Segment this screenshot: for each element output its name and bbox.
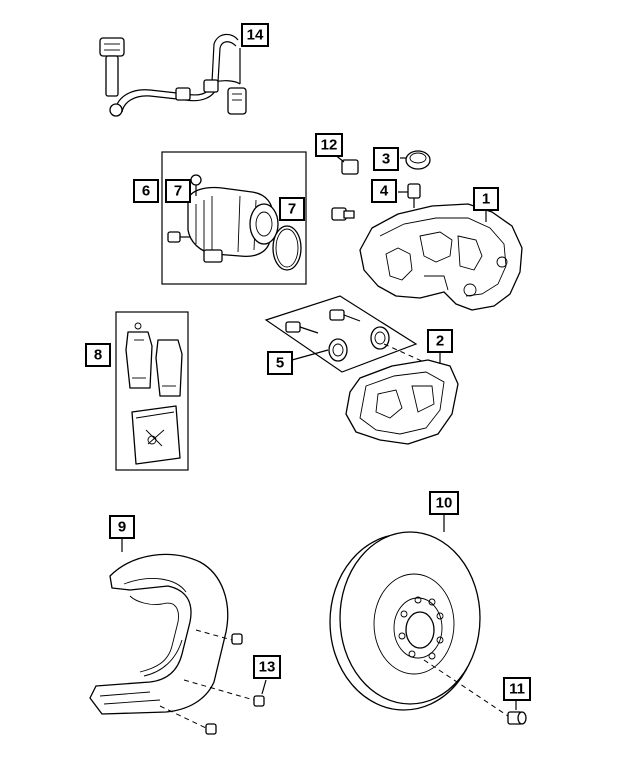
callout-7-bolt: 7 <box>165 179 191 203</box>
guide-pin-bolts <box>285 309 361 334</box>
rotor-screw <box>507 700 527 725</box>
caliper-motor <box>187 186 279 263</box>
callout-10: 10 <box>429 491 459 515</box>
callout-9-label: 9 <box>118 519 126 536</box>
shield-bolts <box>159 629 265 735</box>
callout-11: 11 <box>503 677 531 701</box>
callout-13: 13 <box>253 655 281 679</box>
wear-sensor-harness <box>99 33 247 117</box>
callout-5-label: 5 <box>276 355 284 372</box>
callout-5: 5 <box>267 351 293 375</box>
callout-6: 6 <box>133 179 159 203</box>
dust-shield <box>89 553 229 715</box>
guide-pin-kit-frame <box>264 295 418 373</box>
callout-7-bolt-label: 7 <box>174 183 182 200</box>
callout-11-label: 11 <box>509 681 525 698</box>
callout-10-label: 10 <box>436 495 453 512</box>
caliper-bracket <box>345 343 459 445</box>
callout-8-label: 8 <box>94 347 102 364</box>
caliper-plug <box>398 183 421 208</box>
callout-2: 2 <box>427 329 453 353</box>
motor-bolt-bottom <box>167 231 190 243</box>
callout-2-label: 2 <box>436 333 444 350</box>
brake-pad-inner <box>125 331 153 389</box>
callout-12-label: 12 <box>321 137 338 154</box>
callout-7-ring-label: 7 <box>288 201 296 218</box>
brake-rotor <box>329 531 509 717</box>
bleeder-cap <box>400 150 431 170</box>
callout-13-label: 13 <box>259 659 276 676</box>
callout-1: 1 <box>473 187 499 211</box>
callout-9: 9 <box>109 515 135 539</box>
brake-pad-outer <box>155 339 183 397</box>
bolt-leader <box>261 679 267 695</box>
motor-o-ring <box>272 225 302 271</box>
pad-hardware-clip <box>134 322 142 330</box>
callout-6-label: 6 <box>142 183 150 200</box>
callout-3-label: 3 <box>382 151 390 168</box>
guide-pin-boots <box>328 326 390 362</box>
motor-assembly-frame <box>161 151 307 285</box>
bleeder-screw <box>331 153 359 221</box>
callout-12: 12 <box>315 133 343 157</box>
callout-7-ring: 7 <box>279 197 305 221</box>
callout-1-label: 1 <box>482 191 490 208</box>
callout-4: 4 <box>371 179 397 203</box>
brake-pads-frame <box>115 311 189 471</box>
pad-hardware-bag <box>131 405 181 465</box>
caliper-housing <box>359 203 523 311</box>
callout-4-label: 4 <box>380 183 389 200</box>
callout-8: 8 <box>85 343 111 367</box>
callout-14: 14 <box>241 23 269 47</box>
callout-3: 3 <box>373 147 399 171</box>
callout-14-label: 14 <box>247 27 264 44</box>
